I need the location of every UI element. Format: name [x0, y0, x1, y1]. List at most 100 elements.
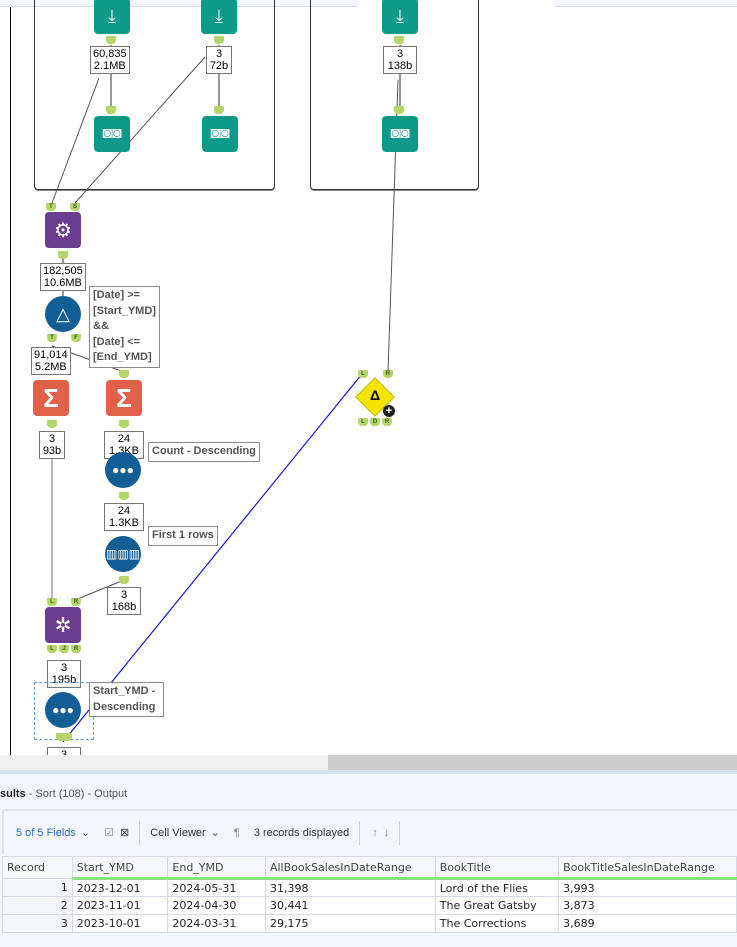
column-header[interactable]: AllBookSalesInDateRange [264, 856, 436, 880]
table-cell[interactable]: 2023-10-01 [71, 914, 169, 933]
data-size: 2.1MB [93, 60, 126, 72]
summarize-tool[interactable]: Σ [33, 380, 69, 416]
right-output-anchor[interactable]: R [382, 418, 392, 426]
false-anchor[interactable]: F [71, 334, 81, 342]
summarize-icon: Σ [116, 382, 132, 413]
record-count: 91,014 [34, 349, 68, 361]
table-cell[interactable]: 2024-04-30 [167, 896, 266, 915]
output-anchor[interactable] [47, 420, 57, 428]
right-input-anchor[interactable]: R [71, 598, 81, 606]
record-cell[interactable]: 3 [2, 914, 73, 933]
table-cell[interactable]: The Great Gatsby [434, 896, 560, 915]
fields-label: 5 of 5 Fields [16, 826, 76, 839]
record-count-badge: 91,014 5.2MB [31, 347, 71, 375]
right-output-anchor[interactable]: R [71, 645, 81, 653]
annotation-line: [Date] >= [93, 289, 141, 301]
true-anchor[interactable]: T [47, 334, 57, 342]
table-cell[interactable]: The Corrections [434, 914, 560, 933]
input-data-tool[interactable]: ⤓ [94, 0, 130, 34]
left-input-anchor[interactable]: L [47, 598, 57, 606]
cell-viewer-dropdown[interactable]: Cell Viewer ⌄ [150, 826, 220, 840]
add-icon[interactable]: + [383, 405, 395, 417]
input-anchor-s[interactable]: S [70, 203, 80, 211]
browse-tool[interactable]: ◙◙ [202, 116, 238, 152]
annotation-line: && [93, 320, 109, 332]
left-output-anchor[interactable]: L [47, 645, 57, 653]
output-anchor[interactable] [214, 36, 224, 44]
filter-annotation: [Date] >= [Start_YMD] && [Date] <= [End_… [89, 286, 160, 368]
left-output-anchor[interactable]: L [358, 418, 368, 426]
table-row[interactable]: 2 2023-11-01 2024-04-30 30,441 The Great… [2, 896, 737, 915]
input-anchor[interactable] [394, 106, 404, 114]
workflow-canvas[interactable]: ⤓ 60,835 2.1MB ⤓ 3 72b ⤓ 3 138b ◙◙ ◙◙ ◙◙… [0, 0, 737, 755]
browse-tool[interactable]: ◙◙ [382, 116, 418, 152]
record-count-badge: 3 168b [107, 587, 141, 615]
sample-tool[interactable]: ▥▥▥ [105, 536, 141, 572]
horizontal-scrollbar[interactable] [0, 755, 737, 770]
results-toolbar: 5 of 5 Fields ⌄ ☑ ⊠ Cell Viewer ⌄ ¶ 3 re… [2, 809, 737, 854]
input-anchor[interactable] [119, 370, 129, 378]
column-header[interactable]: Start_YMD [71, 856, 169, 880]
record-cell[interactable]: 1 [2, 878, 73, 897]
output-anchor[interactable] [56, 733, 72, 741]
input-anchor[interactable] [214, 106, 224, 114]
data-size: 93b [42, 445, 62, 457]
diff-output-anchor[interactable]: D [370, 418, 380, 426]
text-input-tool[interactable]: ⤓ [382, 0, 418, 34]
browse-tool[interactable]: ◙◙ [94, 116, 130, 152]
fields-dropdown[interactable]: 5 of 5 Fields ⌄ [16, 826, 90, 840]
right-input-anchor[interactable]: R [383, 370, 393, 378]
wire-selected [62, 373, 363, 743]
append-fields-tool[interactable]: ⚙ [45, 212, 81, 248]
text-input-tool[interactable]: ⤓ [201, 0, 237, 34]
output-anchor[interactable] [119, 492, 129, 500]
summarize-tool[interactable]: Σ [106, 380, 142, 416]
record-cell[interactable]: 2 [2, 896, 73, 915]
input-anchor[interactable] [106, 106, 116, 114]
table-cell[interactable]: 3,689 [558, 914, 737, 933]
output-anchor[interactable] [106, 36, 116, 44]
pilcrow-icon[interactable]: ¶ [233, 826, 240, 839]
column-header[interactable]: End_YMD [167, 856, 266, 880]
column-header[interactable]: BookTitleSalesInDateRange [558, 856, 737, 880]
output-anchor[interactable] [119, 576, 129, 584]
table-header-row: Record Start_YMD End_YMD AllBookSalesInD… [2, 856, 737, 880]
output-anchor[interactable] [394, 36, 404, 44]
table-cell[interactable]: 2023-12-01 [71, 878, 169, 897]
column-header[interactable]: BookTitle [434, 856, 560, 880]
record-count: 3 [60, 662, 68, 674]
sort-icon: ●●● [112, 463, 134, 477]
join-output-anchor[interactable]: J [59, 645, 69, 653]
table-cell[interactable]: 31,398 [264, 878, 436, 897]
uncheck-all-icon[interactable]: ⊠ [120, 827, 130, 839]
arrow-down-icon[interactable]: ↓ [383, 826, 390, 839]
sort-tool[interactable]: ●●● [105, 452, 141, 488]
check-all-icon[interactable]: ☑ [104, 827, 115, 839]
join-tool[interactable]: ✲ [45, 607, 81, 643]
sort-tool-selected[interactable]: ●●● [45, 692, 81, 728]
table-row[interactable]: 3 2023-10-01 2024-03-31 29,175 The Corre… [2, 914, 737, 933]
sample-annotation: First 1 rows [148, 526, 218, 546]
table-cell[interactable]: 2024-05-31 [167, 878, 266, 897]
table-cell[interactable]: 30,441 [264, 896, 436, 915]
left-input-anchor[interactable]: L [358, 370, 368, 378]
table-cell[interactable]: 2024-03-31 [167, 914, 266, 933]
output-anchor[interactable] [119, 420, 129, 428]
arrow-up-icon[interactable]: ↑ [372, 826, 378, 839]
table-row[interactable]: 1 2023-12-01 2024-05-31 31,398 Lord of t… [2, 878, 737, 897]
table-cell[interactable]: 2023-11-01 [71, 896, 169, 915]
filter-tool[interactable]: △ [45, 296, 81, 332]
column-header-record[interactable]: Record [2, 856, 73, 879]
output-anchor[interactable] [58, 251, 68, 259]
filter-icon: △ [56, 303, 70, 324]
text-input-icon: ⤓ [396, 5, 404, 26]
tool-container-1[interactable] [34, 0, 275, 190]
table-cell[interactable]: 3,993 [558, 878, 737, 897]
sort-annotation: Count - Descending [148, 442, 260, 462]
record-count-badge: 24 1.3KB [104, 503, 144, 531]
table-cell[interactable]: 3,873 [558, 896, 737, 915]
table-cell[interactable]: 29,175 [264, 914, 436, 933]
table-cell[interactable]: Lord of the Flies [434, 878, 560, 897]
scrollbar-thumb[interactable] [328, 755, 737, 770]
input-anchor-t[interactable]: T [46, 203, 56, 211]
